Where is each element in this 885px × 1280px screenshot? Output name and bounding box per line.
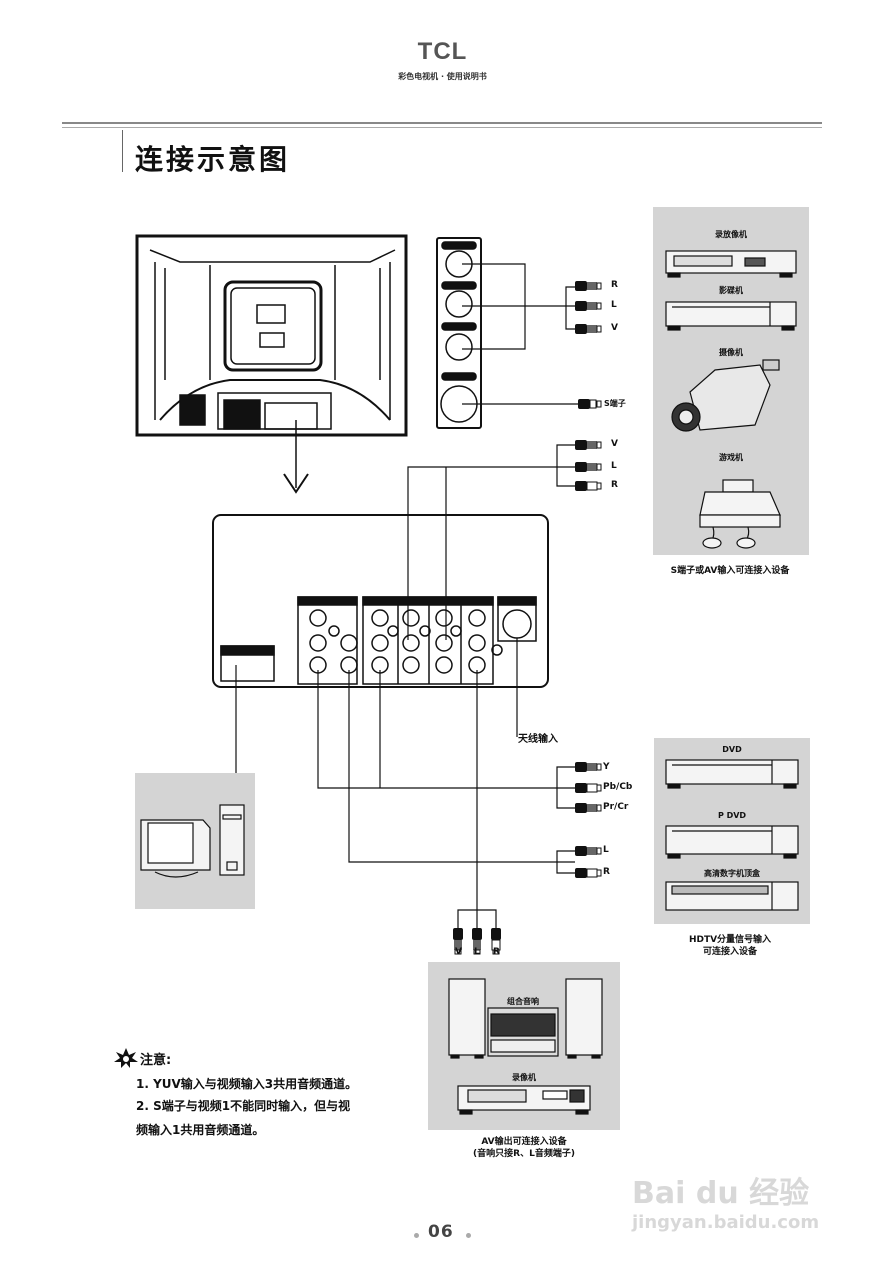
stereo-unit-icon: [487, 1007, 559, 1057]
av-out-label-l: L: [474, 947, 480, 957]
device-label-vcr: 录放像机: [715, 230, 747, 239]
s-av-group-caption: S端子或AV输入可连接入设备: [670, 566, 790, 576]
side-connector-label-r: R: [611, 280, 618, 290]
baidu-watermark-logo: Bai du 经验: [632, 1176, 810, 1211]
s-terminal-label: S端子: [604, 399, 626, 408]
manual-subtitle: 彩色电视机 · 使用说明书: [398, 72, 487, 81]
rear-av-label-l: L: [611, 461, 617, 471]
set-top-box-icon: [665, 881, 799, 911]
pc-icon: [140, 804, 245, 878]
side-connector-label-v: V: [611, 323, 618, 333]
side-panel-cables: [462, 263, 578, 405]
rear-panel-downward-cables: [235, 638, 575, 930]
ypbpr-label-pb: Pb/Cb: [603, 782, 633, 792]
av-out-label-v: V: [455, 947, 462, 957]
camcorder-icon: [671, 359, 780, 432]
device-label-camcorder: 摄像机: [719, 348, 743, 357]
rear-av-label-r: R: [611, 480, 618, 490]
audio-label-l: L: [603, 845, 609, 855]
video-recorder-icon: [457, 1085, 591, 1115]
speaker-left-icon: [448, 978, 486, 1059]
header-divider-thin: [62, 127, 822, 128]
device-label-set-top-box: 高清数字机顶盒: [704, 869, 760, 878]
device-label-disc-player: 影碟机: [719, 286, 743, 295]
rear-av-cables: [407, 444, 575, 640]
vcr-icon: [665, 250, 797, 278]
title-accent-bar: [122, 130, 123, 172]
rear-connection-panel: [212, 514, 549, 688]
hdtv-group-caption-line2: 可连接入设备: [702, 947, 757, 957]
brand-logo: TCL: [417, 38, 468, 65]
note-item-2-cont: 频输入1共用音频通道。: [136, 1123, 265, 1137]
note-item-1: 1. YUV输入与视频输入3共用音频通道。: [136, 1077, 358, 1091]
rca-plugs-vertical: [453, 928, 501, 955]
note-star-icon: [114, 1048, 138, 1068]
header-divider: [62, 122, 822, 124]
disc-player-icon: [665, 301, 797, 331]
antenna-input-label: 天线输入: [518, 734, 558, 745]
device-label-stereo: 组合音响: [507, 997, 539, 1006]
av-out-label-r: R: [493, 947, 500, 957]
device-label-dvd: DVD: [722, 745, 742, 754]
notes-title: 注意:: [140, 1053, 172, 1068]
audio-label-r: R: [603, 867, 610, 877]
page-title: 连接示意图: [135, 143, 291, 176]
note-item-2: 2. S端子与视频1不能同时输入，但与视: [136, 1099, 351, 1113]
av-output-group-caption-line1: AV输出可连接入设备: [481, 1137, 567, 1147]
ypbpr-label-pr: Pr/Cr: [603, 802, 629, 812]
dvd-player-icon: [665, 759, 799, 789]
tv-rear-illustration: [135, 234, 408, 494]
progressive-dvd-icon: [665, 825, 799, 859]
page-number-bullet-right: [466, 1233, 471, 1238]
rear-av-label-v: V: [611, 439, 618, 449]
ypbpr-label-y: Y: [603, 762, 610, 772]
device-label-game-console: 游戏机: [719, 453, 743, 462]
side-av-panel: [436, 237, 482, 429]
av-output-group-caption-line2: (音响只接R、L音频端子): [473, 1149, 575, 1159]
game-console-icon: [699, 479, 781, 549]
hdtv-group-caption-line1: HDTV分量信号输入: [688, 935, 772, 945]
baidu-watermark-url: jingyan.baidu.com: [632, 1212, 820, 1233]
device-label-video-recorder: 录像机: [512, 1073, 536, 1082]
page-number-bullet-left: [414, 1233, 419, 1238]
device-label-p-dvd: P DVD: [717, 811, 747, 820]
page-number: 06: [428, 1222, 454, 1242]
rca-plugs-horizontal: [575, 281, 602, 878]
side-connector-label-l: L: [611, 300, 617, 310]
speaker-right-icon: [565, 978, 603, 1059]
